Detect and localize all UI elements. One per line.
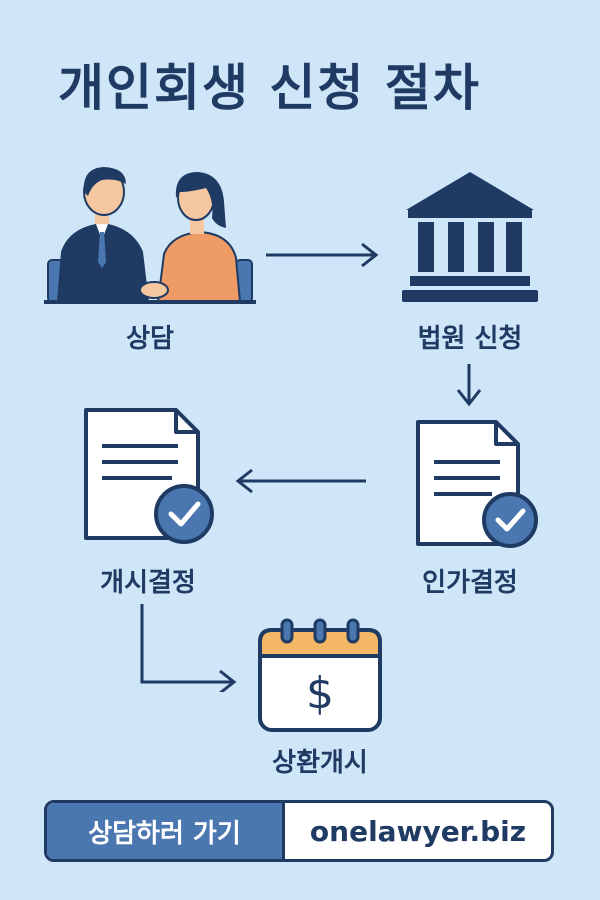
svg-text:$: $ xyxy=(306,668,334,719)
arrow-right-icon xyxy=(266,242,379,268)
arrow-down-icon xyxy=(456,364,482,407)
cta-bar: 상담하러 가기 onelawyer.biz xyxy=(44,800,554,862)
step-label-approval: 인가결정 xyxy=(422,568,518,598)
calendar-dollar-icon: $ xyxy=(258,618,382,732)
courthouse-icon xyxy=(402,172,538,302)
document-check-icon xyxy=(84,408,214,544)
page-title: 개인회생 신청 절차 xyxy=(58,59,481,117)
step-label-repay: 상환개시 xyxy=(272,748,368,778)
step-label-consult: 상담 xyxy=(126,324,174,354)
arrow-left-icon xyxy=(235,468,366,494)
website-link[interactable]: onelawyer.biz xyxy=(309,814,527,848)
arrow-elbow-icon xyxy=(140,604,237,692)
document-check-icon xyxy=(416,420,538,548)
step-label-commence: 개시결정 xyxy=(100,568,196,598)
consult-button[interactable]: 상담하러 가기 xyxy=(47,803,285,859)
consultation-people-icon xyxy=(44,167,256,304)
step-label-court: 법원 신청 xyxy=(417,324,523,354)
